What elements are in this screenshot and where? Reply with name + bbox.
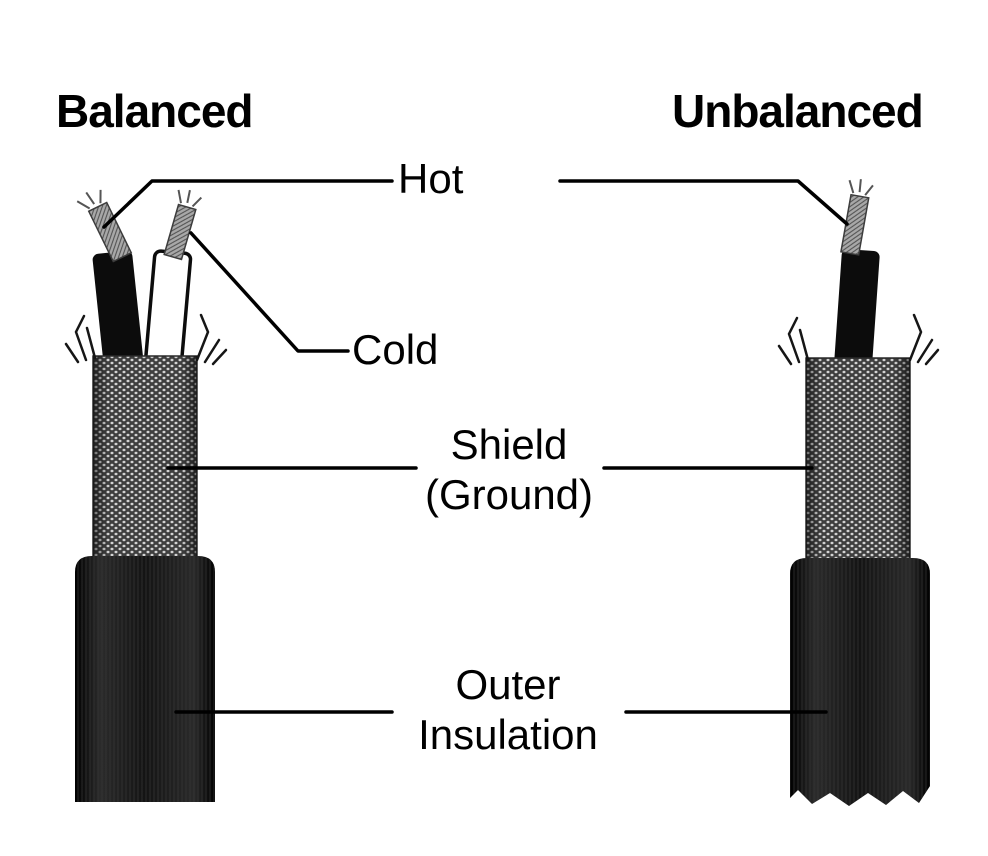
- balanced-cable: [64, 189, 228, 802]
- unbalanced-title: Unbalanced: [672, 85, 924, 137]
- unbalanced-outer-jacket-texture: [790, 558, 930, 806]
- balanced-cold-wire-bare-tip: [163, 189, 203, 261]
- cold-leader: [189, 231, 350, 353]
- hot-label: Hot: [398, 155, 464, 202]
- unbalanced-cable: [777, 179, 940, 806]
- outer-insulation-label: Outer Insulation: [386, 660, 630, 759]
- unbalanced-frayed-strands: [777, 313, 940, 366]
- balanced-title: Balanced: [56, 85, 254, 137]
- shield-label-line2: (Ground): [424, 470, 594, 518]
- balanced-frayed-strands: [64, 313, 228, 366]
- unbalanced-hot-wire-bare-tip: [840, 179, 874, 256]
- unbalanced-hot-wire: [834, 249, 880, 371]
- hot-leader-left: [102, 179, 394, 229]
- cold-label: Cold: [352, 326, 439, 373]
- balanced-outer-jacket-texture: [75, 556, 215, 802]
- outer-label-line2: Insulation: [418, 710, 598, 758]
- shield-label-line1: Shield: [450, 421, 568, 468]
- balanced-hot-wire: [92, 250, 144, 374]
- balanced-cold-wire: [143, 249, 193, 373]
- balanced-hot-wire-bare-tip: [76, 189, 133, 263]
- hot-leader-right: [558, 179, 849, 226]
- leader-lines: [102, 179, 849, 714]
- balanced-shield-shading: [93, 356, 197, 560]
- outer-label-line1: Outer: [455, 661, 561, 708]
- unbalanced-shield-shading: [806, 358, 910, 560]
- shield-ground-label: Shield (Ground): [408, 420, 610, 519]
